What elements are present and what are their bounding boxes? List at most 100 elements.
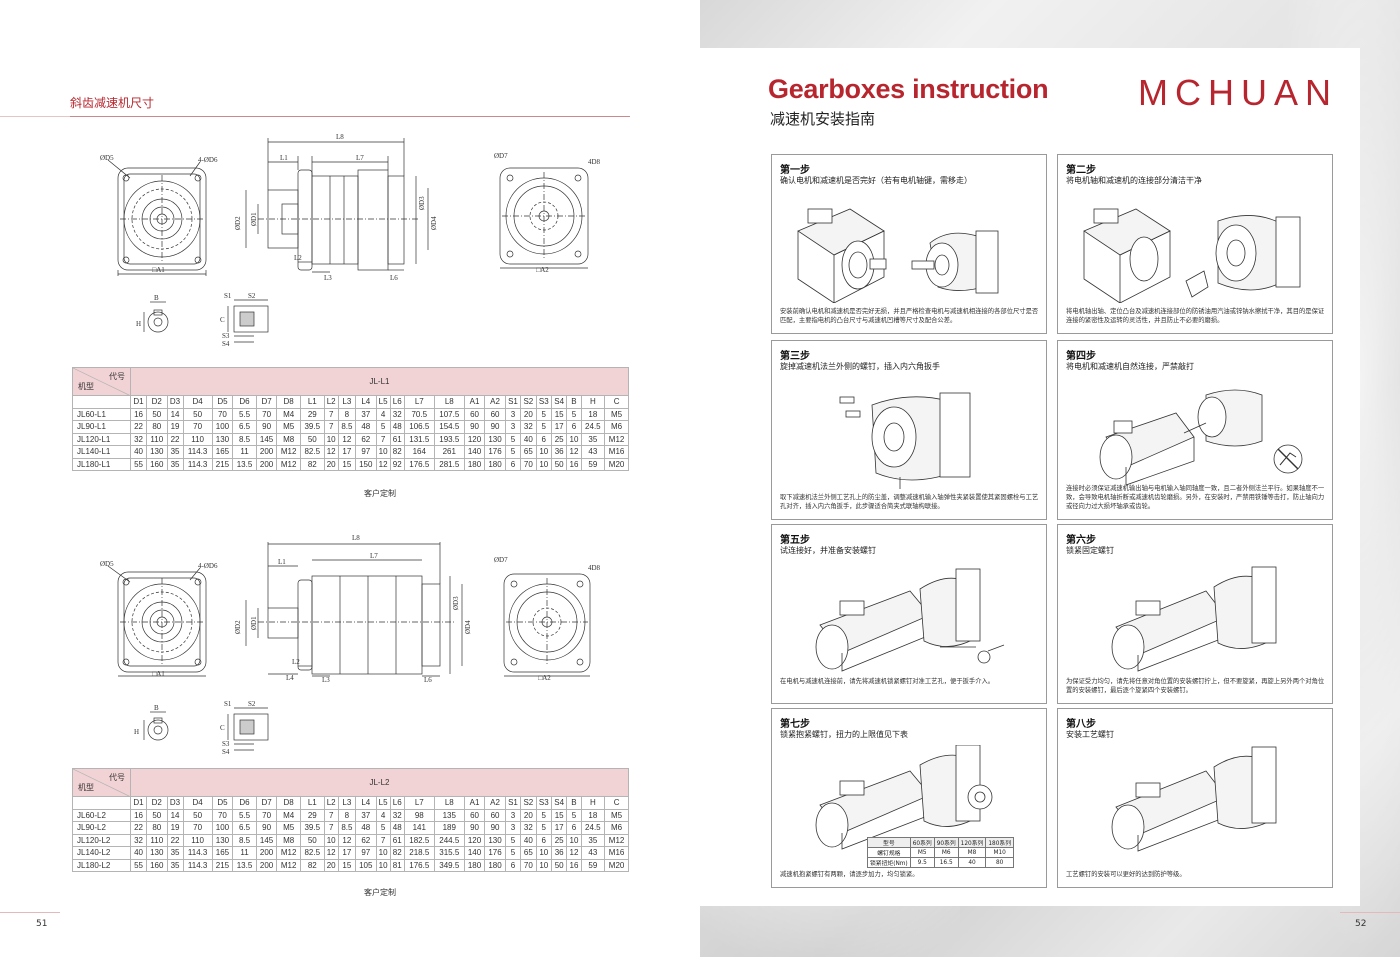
- title-rule-left: [0, 116, 70, 117]
- shaft-detail-l2: [227, 707, 269, 751]
- value-cell: 35: [580, 833, 606, 847]
- value-cell: M6: [604, 821, 629, 835]
- value-cell: 70: [255, 407, 278, 421]
- column-header: D7: [255, 395, 278, 409]
- value-cell: 98: [403, 808, 435, 822]
- value-cell: 82.5: [299, 445, 325, 459]
- table-note-l2: 客户定制: [364, 888, 396, 897]
- table-series-title: JL-L1: [130, 367, 629, 396]
- clean-shaft-illustration: [1083, 208, 1301, 303]
- value-cell: 17: [337, 846, 357, 860]
- column-header: L6: [389, 395, 405, 409]
- value-cell: 29: [299, 808, 325, 822]
- value-cell: 7: [323, 407, 339, 421]
- label-a1: □A1: [152, 266, 165, 274]
- torque-cell: 180系列: [985, 837, 1015, 848]
- label-a2: □A2: [536, 266, 549, 274]
- value-cell: 7: [323, 821, 339, 835]
- torque-cell: M6: [933, 847, 959, 858]
- bottom-rule-left: [0, 912, 60, 913]
- column-header: L1: [299, 796, 325, 810]
- value-cell: 70: [255, 808, 278, 822]
- model-cell: JL90-L1: [72, 420, 131, 434]
- value-cell: 17: [550, 821, 568, 835]
- step-description: 旋掉减速机法兰外侧的螺钉，插入内六角扳手: [780, 362, 940, 371]
- value-cell: 50: [550, 858, 568, 872]
- value-cell: 165: [211, 846, 234, 860]
- value-cell: M6: [604, 420, 629, 434]
- value-cell: 3: [504, 420, 522, 434]
- value-cell: 82.5: [299, 846, 325, 860]
- step-note: 工艺螺钉的安装可以更好的达到防护等级。: [1066, 871, 1186, 878]
- value-cell: 70: [182, 420, 213, 434]
- value-cell: 12: [323, 846, 339, 860]
- value-cell: 32: [129, 432, 148, 446]
- value-cell: 70: [520, 457, 537, 471]
- value-cell: 40: [520, 432, 537, 446]
- page-title: Gearboxes instruction: [768, 74, 1049, 104]
- value-cell: 11: [232, 846, 257, 860]
- label-s3: S3: [222, 332, 230, 340]
- value-cell: 114.3: [182, 445, 213, 459]
- right-page: Gearboxes instruction 减速机安装指南 MCHUAN 第一步…: [700, 0, 1400, 957]
- value-cell: 22: [166, 432, 184, 446]
- value-cell: 4: [375, 407, 391, 421]
- value-cell: 176.5: [403, 858, 435, 872]
- prepare-screws-illustration: [815, 568, 1005, 672]
- column-header: L3: [337, 796, 357, 810]
- model-cell: JL140-L2: [72, 846, 131, 860]
- column-header: L5: [375, 395, 391, 409]
- table-header-corner: 代号 机型: [72, 367, 131, 396]
- value-cell: 10: [566, 833, 582, 847]
- value-cell: 90: [463, 821, 486, 835]
- label-d1: ØD1: [250, 212, 258, 226]
- value-cell: 39.5: [299, 420, 325, 434]
- value-cell: 5.5: [232, 808, 257, 822]
- column-header: S1: [504, 796, 522, 810]
- value-cell: 114.3: [182, 858, 213, 872]
- value-cell: M12: [604, 833, 629, 847]
- value-cell: 50: [182, 407, 213, 421]
- value-cell: 5: [535, 420, 552, 434]
- step-number: 第四步: [1066, 351, 1096, 362]
- value-cell: 141: [403, 821, 435, 835]
- label-d6-l2: 4-ØD6: [198, 562, 218, 570]
- label-d3-l2: ØD3: [452, 596, 460, 610]
- value-cell: 176: [484, 846, 506, 860]
- value-cell: M8: [276, 833, 301, 847]
- column-header: H: [580, 796, 606, 810]
- value-cell: 100: [211, 821, 234, 835]
- value-cell: 61: [389, 833, 405, 847]
- value-cell: 145: [255, 833, 278, 847]
- column-header: S3: [535, 395, 552, 409]
- value-cell: M5: [604, 407, 629, 421]
- model-cell: JL140-L1: [72, 445, 131, 459]
- value-cell: 3: [504, 821, 522, 835]
- column-header: D5: [211, 395, 234, 409]
- value-cell: 35: [166, 858, 184, 872]
- label-s4-l2: S4: [222, 748, 230, 756]
- value-cell: 22: [129, 821, 148, 835]
- value-cell: M16: [604, 846, 629, 860]
- value-cell: 10: [535, 858, 552, 872]
- label-s2-l2: S2: [248, 700, 256, 708]
- value-cell: 5: [504, 846, 522, 860]
- left-page: 斜齿减速机尺寸 ØD5 4-: [0, 96, 630, 929]
- value-cell: 24.5: [580, 821, 606, 835]
- column-header: D1: [129, 395, 148, 409]
- value-cell: 80: [146, 420, 168, 434]
- value-cell: 6: [535, 833, 552, 847]
- value-cell: 20: [323, 457, 339, 471]
- value-cell: 6.5: [232, 821, 257, 835]
- value-cell: 145: [255, 432, 278, 446]
- step-box-8: 第八步 安装工艺螺钉 工艺螺钉的安装可以更好的达到防护等级。: [1057, 708, 1333, 888]
- label-c: C: [220, 316, 225, 324]
- step-note: 为保证受力均匀，请先将任意对角位置的安装螺钉拧上，但不要旋紧，再旋上另外两个对角…: [1066, 678, 1325, 694]
- column-header: D1: [129, 796, 148, 810]
- torque-cell: 40: [957, 857, 987, 868]
- value-cell: 7: [323, 808, 339, 822]
- value-cell: 97: [355, 846, 377, 860]
- torque-cell: 锁紧扭矩(Nm): [867, 857, 911, 868]
